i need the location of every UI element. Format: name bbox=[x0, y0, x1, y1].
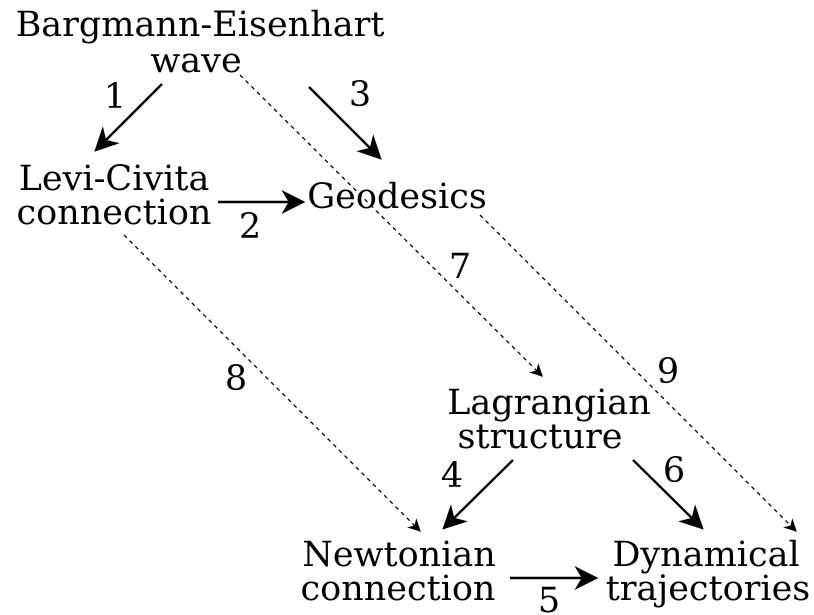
node-dynamical-line1: Dynamical bbox=[612, 535, 799, 575]
edge-3-arrow bbox=[308, 86, 382, 160]
node-dynamical-line2: trajectories bbox=[606, 569, 811, 609]
edge-8-label: 8 bbox=[225, 359, 247, 399]
node-bargmann-eisenhart-wave: Bargmann-Eisenhart wave bbox=[16, 5, 385, 81]
edge-7-label: 7 bbox=[449, 247, 471, 287]
node-newtonian-connection: Newtonian connection bbox=[301, 535, 496, 609]
edge-3-label: 3 bbox=[349, 75, 371, 115]
edge-6-arrow bbox=[632, 459, 704, 530]
edge-7-arrow bbox=[239, 74, 543, 377]
edge-1-arrow bbox=[94, 83, 163, 152]
node-bargmann-line2: wave bbox=[150, 41, 241, 81]
node-geodesics: Geodesics bbox=[307, 177, 487, 217]
edge-4-label: 4 bbox=[441, 456, 463, 496]
edge-4-arrow bbox=[442, 459, 514, 530]
edge-5-label: 5 bbox=[538, 581, 560, 615]
edge-9-arrow bbox=[479, 214, 797, 532]
edge-8-arrow bbox=[123, 234, 421, 532]
node-newtonian-line2: connection bbox=[301, 569, 496, 609]
node-geodesics-line1: Geodesics bbox=[307, 177, 487, 217]
edge-1-label: 1 bbox=[104, 77, 126, 117]
node-lagrangian-line1: Lagrangian bbox=[447, 383, 651, 423]
edge-6-label: 6 bbox=[663, 451, 685, 491]
edge-9-label: 9 bbox=[657, 352, 679, 392]
node-lagrangian-line2: structure bbox=[458, 417, 623, 457]
node-levi-civita-connection: Levi-Civita connection bbox=[17, 159, 212, 233]
edge-2-label: 2 bbox=[239, 207, 261, 247]
node-bargmann-line1: Bargmann-Eisenhart bbox=[16, 5, 385, 45]
node-newtonian-line1: Newtonian bbox=[302, 535, 496, 575]
node-levicivita-line2: connection bbox=[17, 193, 212, 233]
node-levicivita-line1: Levi-Civita bbox=[19, 159, 210, 199]
node-dynamical-trajectories: Dynamical trajectories bbox=[606, 535, 811, 609]
node-lagrangian-structure: Lagrangian structure bbox=[447, 383, 651, 457]
